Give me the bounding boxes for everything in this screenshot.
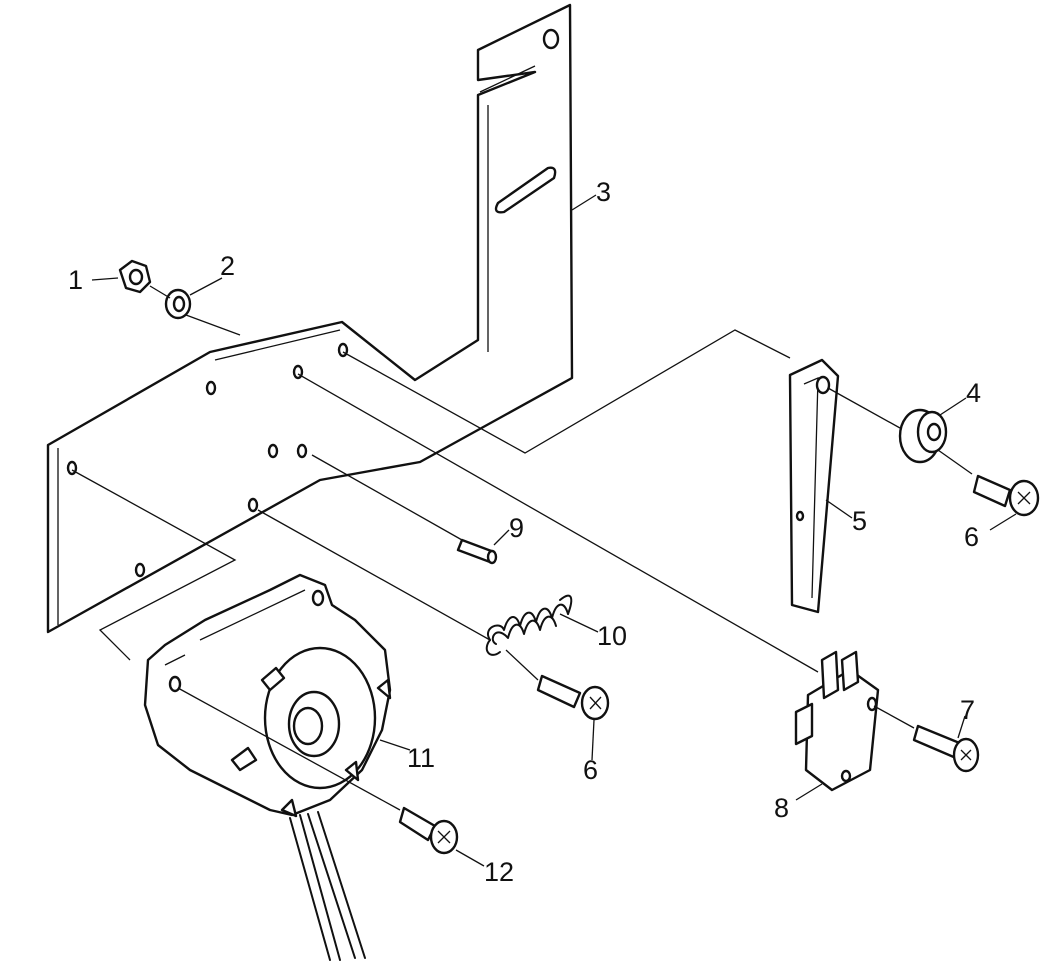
lever-arm bbox=[788, 358, 840, 614]
callout-labels: 1 2 3 4 5 6 6 7 8 9 10 11 12 bbox=[68, 177, 981, 887]
callout-3: 3 bbox=[596, 177, 611, 207]
callout-10: 10 bbox=[597, 621, 627, 651]
micro-switch bbox=[794, 650, 880, 792]
lock-washer bbox=[164, 288, 192, 320]
roller bbox=[898, 408, 948, 464]
callout-4: 4 bbox=[966, 378, 981, 408]
shoulder-screw-lower bbox=[536, 674, 610, 721]
callout-7: 7 bbox=[960, 695, 975, 725]
callout-8: 8 bbox=[774, 793, 789, 823]
motor-screw bbox=[398, 806, 459, 855]
callout-11: 11 bbox=[407, 743, 435, 773]
callout-1: 1 bbox=[68, 265, 83, 295]
leader-lines bbox=[91, 194, 1017, 867]
callout-5: 5 bbox=[852, 506, 867, 536]
tension-spring bbox=[485, 594, 573, 656]
callout-9: 9 bbox=[509, 513, 524, 543]
callout-12: 12 bbox=[484, 857, 514, 887]
callout-2: 2 bbox=[220, 251, 235, 281]
switch-screw bbox=[912, 724, 980, 773]
pin bbox=[456, 538, 498, 565]
callout-6-upper: 6 bbox=[964, 522, 979, 552]
assembly-lines bbox=[71, 285, 973, 811]
motor bbox=[143, 573, 392, 961]
shoulder-screw-upper bbox=[972, 474, 1040, 517]
hex-nut bbox=[118, 259, 152, 294]
mounting-bracket bbox=[46, 3, 574, 634]
callout-6-lower: 6 bbox=[583, 755, 598, 785]
